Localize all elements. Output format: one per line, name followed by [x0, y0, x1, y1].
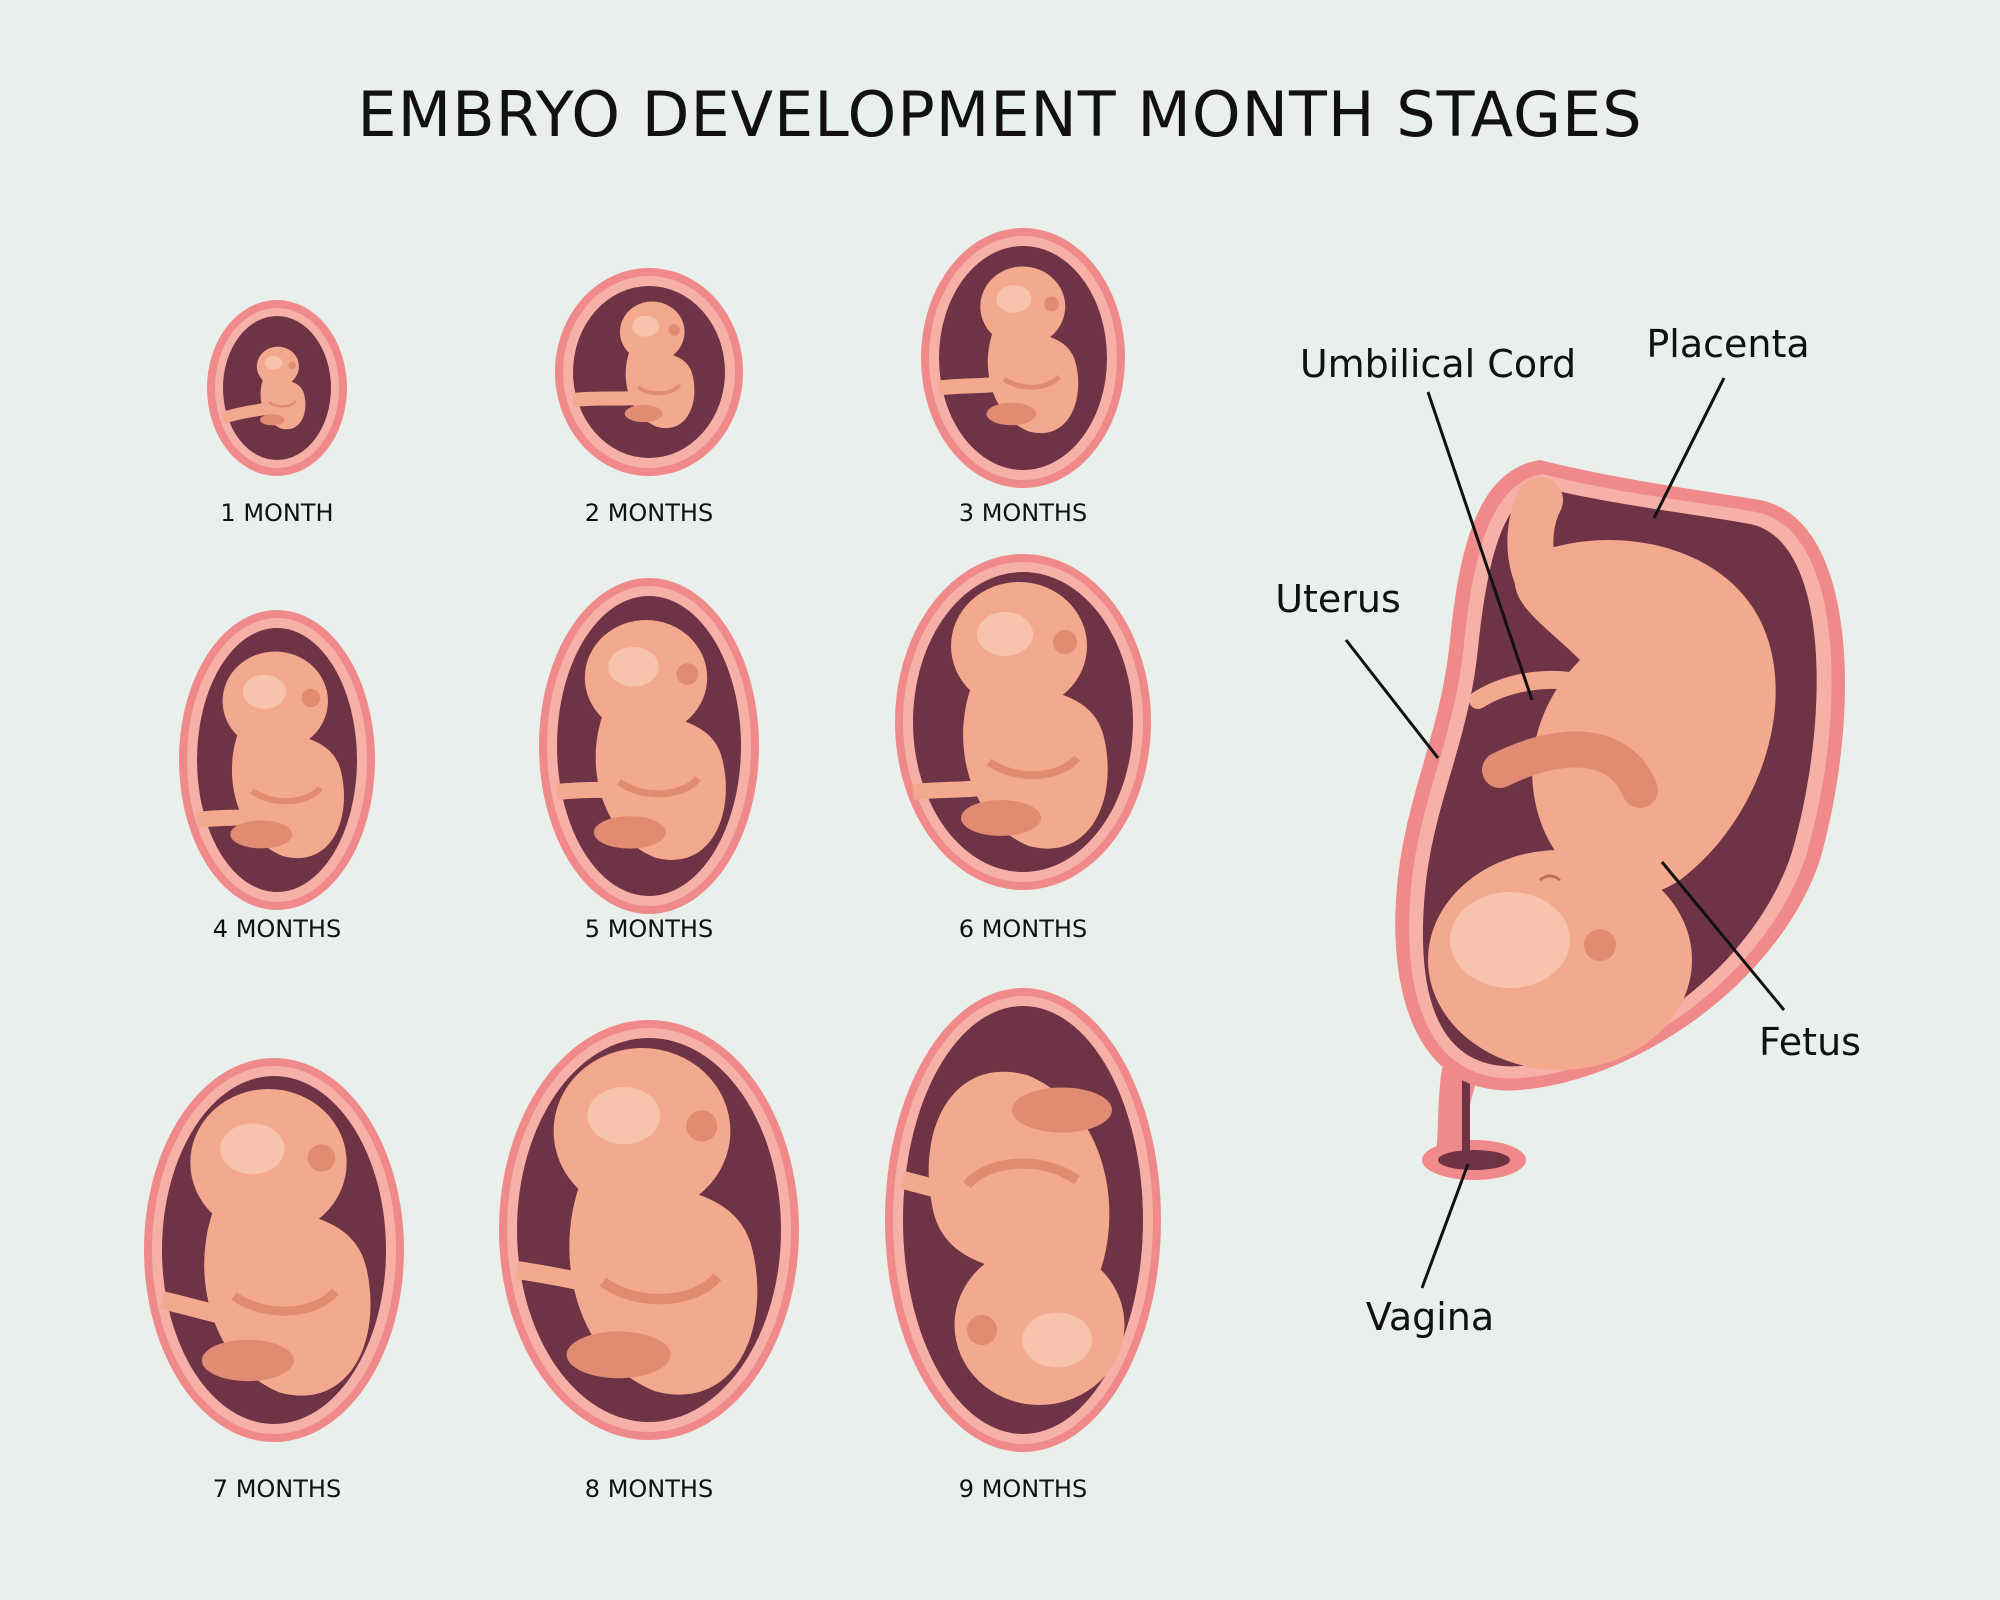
stage-4-diagram [179, 610, 375, 910]
stage-label-3: 3 MONTHS [959, 499, 1087, 527]
stage-label-1: 1 MONTH [220, 499, 333, 527]
uterus-cross-section [1395, 460, 1845, 1180]
stage-1-diagram [207, 300, 347, 476]
stage-9-diagram [885, 988, 1161, 1452]
stage-label-2: 2 MONTHS [585, 499, 713, 527]
leader-vagina [1420, 1163, 1470, 1289]
leader-umbilical-cord [1426, 391, 1534, 701]
stage-label-9: 9 MONTHS [959, 1475, 1087, 1503]
page-title: EMBRYO DEVELOPMENT MONTH STAGES [357, 78, 1643, 151]
stage-label-5: 5 MONTHS [585, 915, 713, 943]
stage-7-diagram [144, 1058, 404, 1442]
stage-label-8: 8 MONTHS [585, 1475, 713, 1503]
leader-fetus [1660, 861, 1786, 1011]
leader-placenta [1652, 377, 1726, 519]
label-fetus: Fetus [1759, 1020, 1861, 1064]
label-umbilical-cord: Umbilical Cord [1300, 342, 1576, 386]
stage-5-diagram [539, 578, 759, 914]
stage-label-4: 4 MONTHS [213, 915, 341, 943]
leader-uterus [1344, 639, 1440, 759]
stage-3-diagram [921, 228, 1125, 488]
label-uterus: Uterus [1275, 577, 1401, 621]
leader-lines [1344, 377, 1786, 1289]
stage-2-diagram [555, 268, 743, 476]
stage-6-diagram [895, 554, 1151, 890]
stage-8-diagram [499, 1020, 799, 1440]
stage-label-7: 7 MONTHS [213, 1475, 341, 1503]
label-vagina: Vagina [1366, 1295, 1494, 1339]
label-placenta: Placenta [1646, 322, 1809, 366]
stage-label-6: 6 MONTHS [959, 915, 1087, 943]
